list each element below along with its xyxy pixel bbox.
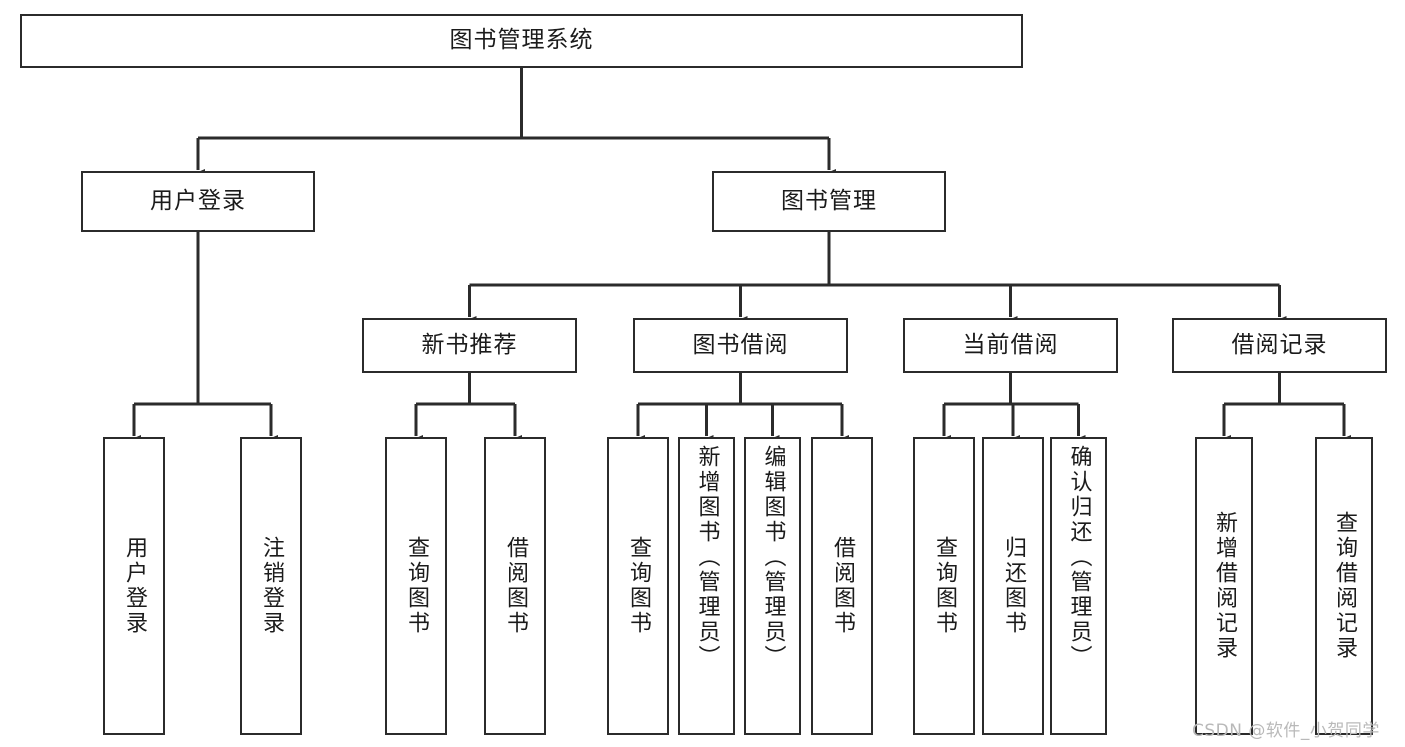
node-leaf-borrow-3[interactable]: 编辑图书（管理员） <box>744 437 801 735</box>
node-root[interactable]: 图书管理系统 <box>20 14 1023 68</box>
node-label: 图书管理 <box>781 187 877 214</box>
node-label: 当前借阅 <box>962 331 1059 358</box>
node-label: 查询图书 <box>932 536 957 636</box>
node-leaf-cur-1[interactable]: 查询图书 <box>913 437 975 735</box>
node-leaf-borrow-2[interactable]: 新增图书（管理员） <box>678 437 735 735</box>
node-label: 借阅图书 <box>830 536 855 636</box>
node-current[interactable]: 当前借阅 <box>903 318 1118 373</box>
node-bookmgmt[interactable]: 图书管理 <box>712 171 946 232</box>
node-label: 图书管理系统 <box>449 27 594 54</box>
node-leaf-new-1[interactable]: 查询图书 <box>385 437 447 735</box>
node-leaf-login-2[interactable]: 注销登录 <box>240 437 302 735</box>
node-borrow[interactable]: 图书借阅 <box>633 318 848 373</box>
node-label: 确认归还（管理员） <box>1066 445 1092 670</box>
node-leaf-cur-3[interactable]: 确认归还（管理员） <box>1050 437 1107 735</box>
node-label: 编辑图书（管理员） <box>760 445 786 670</box>
node-leaf-borrow-4[interactable]: 借阅图书 <box>811 437 873 735</box>
node-records[interactable]: 借阅记录 <box>1172 318 1387 373</box>
node-label: 新书推荐 <box>421 331 518 358</box>
node-label: 图书借阅 <box>692 331 789 358</box>
node-label: 归还图书 <box>1001 536 1026 636</box>
node-label: 查询图书 <box>626 536 651 636</box>
edges <box>127 68 1351 447</box>
node-login[interactable]: 用户登录 <box>81 171 315 232</box>
node-leaf-new-2[interactable]: 借阅图书 <box>484 437 546 735</box>
node-label: 注销登录 <box>259 536 284 636</box>
node-label: 借阅图书 <box>503 536 528 636</box>
node-label: 查询借阅记录 <box>1332 511 1357 661</box>
node-leaf-cur-2[interactable]: 归还图书 <box>982 437 1044 735</box>
node-leaf-borrow-1[interactable]: 查询图书 <box>607 437 669 735</box>
node-leaf-rec-1[interactable]: 新增借阅记录 <box>1195 437 1253 735</box>
node-label: 用户登录 <box>122 536 147 636</box>
node-label: 借阅记录 <box>1231 331 1328 358</box>
node-label: 用户登录 <box>150 187 246 214</box>
node-label: 查询图书 <box>404 536 429 636</box>
node-newbook[interactable]: 新书推荐 <box>362 318 577 373</box>
node-label: 新增借阅记录 <box>1212 511 1237 661</box>
node-leaf-rec-2[interactable]: 查询借阅记录 <box>1315 437 1373 735</box>
node-leaf-login-1[interactable]: 用户登录 <box>103 437 165 735</box>
node-label: 新增图书（管理员） <box>694 445 720 670</box>
